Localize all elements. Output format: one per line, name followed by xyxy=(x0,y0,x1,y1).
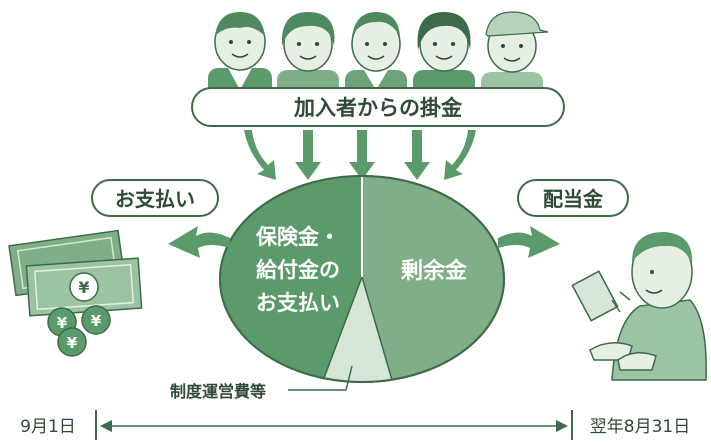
svg-text:¥: ¥ xyxy=(91,312,102,330)
member-avatar xyxy=(345,12,407,100)
down-arrow-icon xyxy=(404,130,430,180)
pie-left-label-line3: お支払い xyxy=(256,291,340,315)
envelope-icon xyxy=(571,270,619,322)
member-avatar xyxy=(277,12,339,100)
left-arrow-icon xyxy=(168,226,230,258)
pie-left-label-line2: 給付金の xyxy=(256,258,340,282)
right-arrow-icon xyxy=(498,226,560,258)
dividend-pill xyxy=(517,179,629,217)
pie-right-label: 剰余金 xyxy=(400,258,468,284)
timeline-end-date: 翌年8月31日 xyxy=(590,417,690,437)
member-avatar xyxy=(413,12,475,100)
members-illustration xyxy=(208,11,549,100)
pie-left-label-line1: 保険金・ xyxy=(255,225,340,249)
money-illustration: ¥ ¥ ¥ ¥ xyxy=(8,229,143,357)
contribution-arrows xyxy=(244,130,476,180)
payout-pill xyxy=(91,179,219,217)
down-arrow-icon xyxy=(295,130,321,180)
svg-text:¥: ¥ xyxy=(67,334,78,352)
recipient-illustration xyxy=(571,232,707,381)
timeline-left-arrowhead xyxy=(100,420,112,432)
coin-icon: ¥ xyxy=(81,305,111,335)
coin-icon: ¥ xyxy=(57,327,87,357)
down-arrow-icon xyxy=(349,130,375,180)
down-arrow-icon xyxy=(244,130,276,180)
admin-cost-label: 制度運営費等 xyxy=(170,382,266,401)
member-avatar xyxy=(481,11,549,100)
banknote-icon: ¥ xyxy=(25,257,143,317)
timeline xyxy=(95,410,573,440)
timeline-start-date: 9月1日 xyxy=(20,417,76,437)
contributions-pill xyxy=(191,87,565,127)
admin-cost-leader-line xyxy=(345,365,353,391)
contributions-label: 加入者からの掛金 xyxy=(293,96,463,120)
svg-text:¥: ¥ xyxy=(57,314,68,332)
dividend-label: 配当金 xyxy=(543,187,604,211)
svg-text:¥: ¥ xyxy=(78,278,89,297)
member-avatar xyxy=(208,12,272,98)
payout-label: お支払い xyxy=(115,187,195,211)
down-arrow-icon xyxy=(444,130,476,180)
timeline-right-arrowhead xyxy=(556,420,568,432)
fund-allocation-pie xyxy=(219,175,505,383)
